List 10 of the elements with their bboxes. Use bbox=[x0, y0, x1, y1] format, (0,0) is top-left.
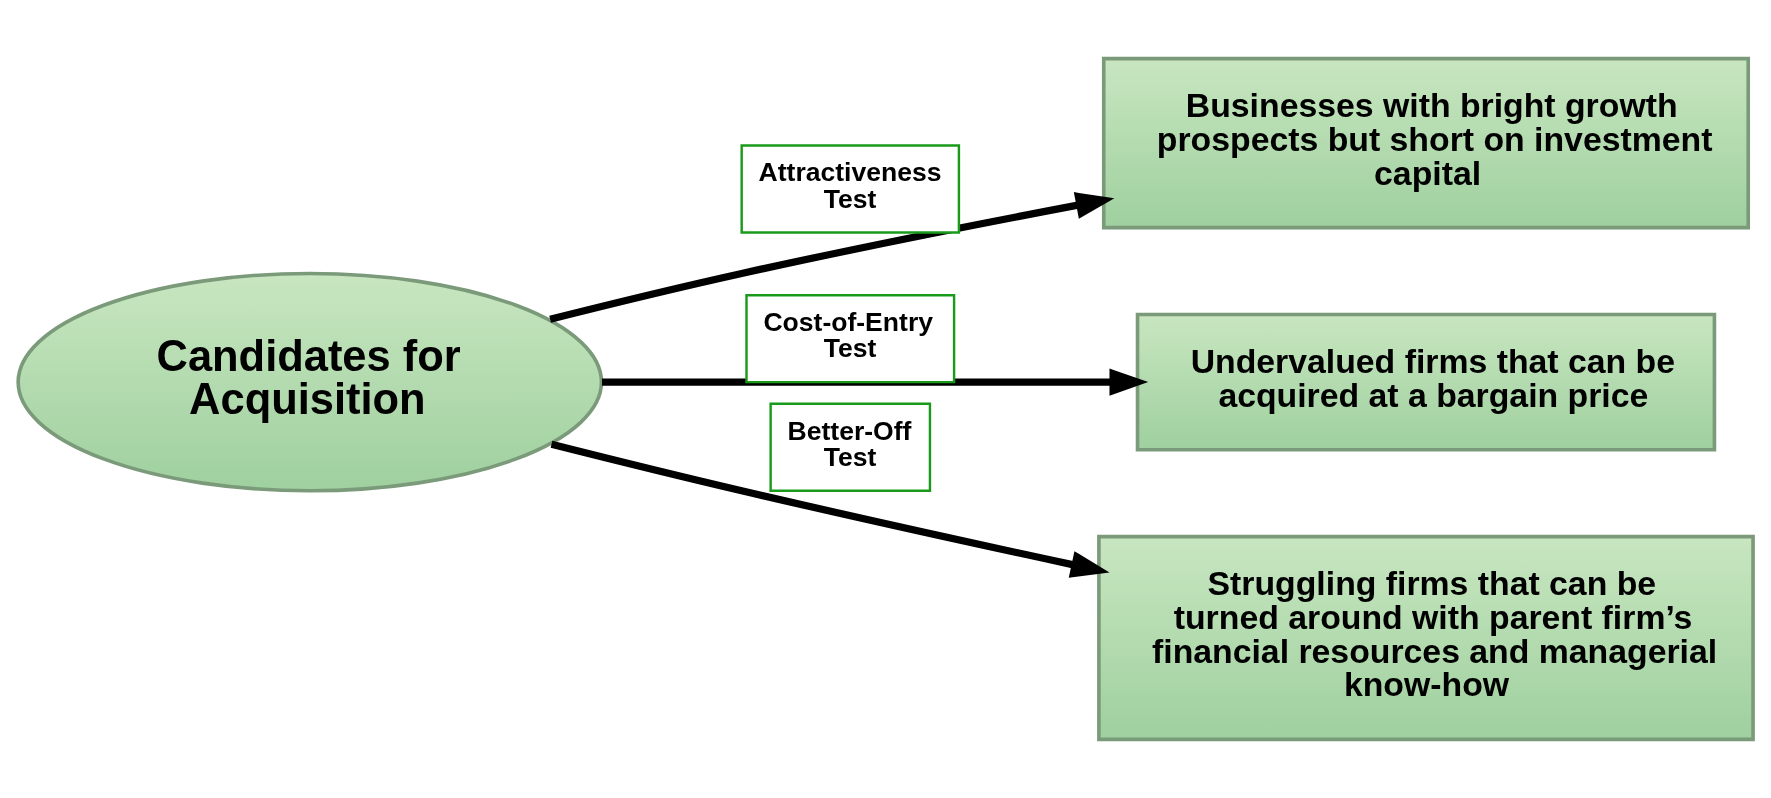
node-ellipse: Candidates for Acquisition bbox=[16, 271, 604, 493]
arrow bbox=[549, 192, 1115, 323]
arrow bbox=[602, 368, 1149, 396]
node-box: Businesses with bright growth prospects but short on investment capital bbox=[1101, 56, 1751, 230]
edge-label: Attractiveness Test bbox=[758, 157, 942, 214]
node-box: Struggling firms that can be turned around with parent firm’s financial resources and managerial know-how bbox=[1097, 534, 1755, 742]
edge-label: Cost-of-Entry Test bbox=[763, 306, 933, 364]
arrow bbox=[550, 440, 1110, 578]
edge-label: Better-Off Test bbox=[787, 415, 912, 473]
node-box: Undervalued firms that can be acquired at a bargain price bbox=[1135, 312, 1717, 452]
